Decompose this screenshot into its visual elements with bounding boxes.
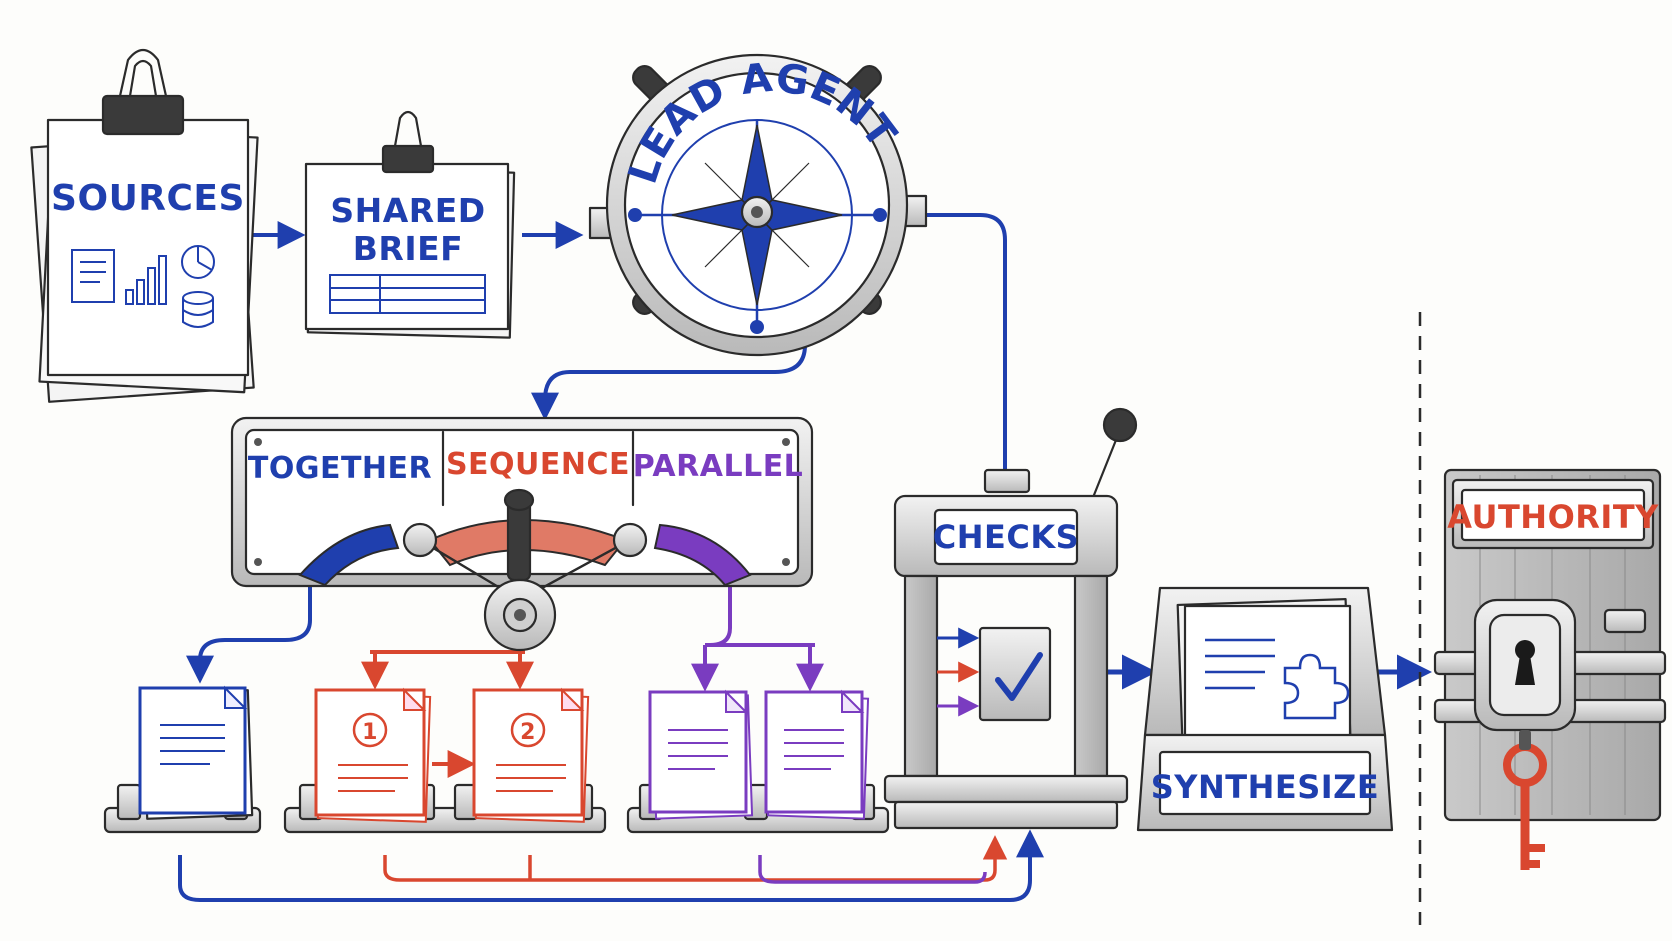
press-checkmark-icon xyxy=(883,407,1138,830)
locked-door-key-icon xyxy=(1433,468,1667,870)
authority-node: AUTHORITY xyxy=(1433,468,1667,870)
parallel-doc-2-icon xyxy=(764,689,870,820)
together-doc-icon xyxy=(138,685,254,820)
arrow-lead-to-checks xyxy=(925,213,1007,478)
checks-label: CHECKS xyxy=(933,518,1079,556)
mode-parallel-label: PARALLEL xyxy=(633,449,804,484)
parallel-doc-1-icon xyxy=(648,689,754,820)
lead-agent-node: LEAD AGENT xyxy=(588,53,928,357)
ship-wheel-compass-icon xyxy=(588,53,928,357)
three-way-lever-switch-icon xyxy=(230,416,814,652)
paper-stack-clipboard-icon xyxy=(30,48,259,403)
parallel-workers xyxy=(626,689,890,834)
synthesize-label: SYNTHESIZE xyxy=(1151,768,1379,806)
shared-brief-label-line2: BRIEF xyxy=(353,229,463,268)
authority-label: AUTHORITY xyxy=(1447,498,1659,536)
arrow-parallel-branch xyxy=(703,585,815,684)
together-worker xyxy=(103,685,262,834)
mode-sequence-label: SEQUENCE xyxy=(446,447,630,482)
arrow-parallel-to-checks xyxy=(758,855,987,884)
mode-switch-node: TOGETHER SEQUENCE PARALLEL xyxy=(230,416,814,652)
inbox-tray-puzzle-icon xyxy=(1136,586,1394,832)
arrow-lead-to-switch xyxy=(531,344,807,421)
arrow-together-to-checks xyxy=(178,829,1044,902)
mode-together-label: TOGETHER xyxy=(248,451,432,486)
sequence-workers: 1 2 xyxy=(283,687,607,834)
shared-brief-label-line1: SHARED xyxy=(330,191,485,230)
arrow-sequence-to-checks xyxy=(383,835,1008,882)
sequence-doc-2-icon xyxy=(472,687,590,823)
clipboard-form-icon xyxy=(304,110,516,339)
sequence-step-2-label: 2 xyxy=(520,720,536,745)
sequence-doc-1-icon xyxy=(314,687,432,823)
shared-brief-node: SHARED BRIEF xyxy=(304,110,516,339)
sources-label: SOURCES xyxy=(51,178,245,219)
checks-node: CHECKS xyxy=(883,407,1138,830)
sequence-step-1-label: 1 xyxy=(362,720,378,745)
synthesize-node: SYNTHESIZE xyxy=(1136,586,1394,832)
sources-node: SOURCES xyxy=(30,48,259,403)
arrow-together-branch xyxy=(186,585,312,684)
